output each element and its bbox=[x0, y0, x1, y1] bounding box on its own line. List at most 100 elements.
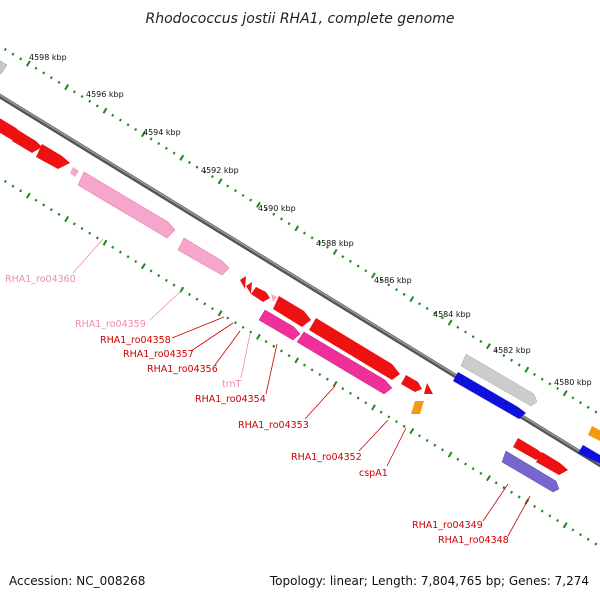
ruler-tick bbox=[556, 386, 560, 391]
ruler-tick bbox=[318, 240, 322, 245]
gene-label-rha1-ro04360[interactable]: RHA1_ro04360 bbox=[5, 274, 76, 285]
ruler-tick bbox=[479, 471, 483, 475]
ruler-tick bbox=[102, 107, 108, 114]
gene-feature[interactable] bbox=[411, 401, 424, 414]
genome-backbone bbox=[0, 93, 600, 468]
gene-feature[interactable] bbox=[460, 353, 538, 407]
ruler-tick bbox=[548, 514, 552, 518]
kbp-label: 4598 kbp bbox=[29, 53, 67, 62]
ruler-tick bbox=[140, 131, 146, 138]
gene-feature[interactable] bbox=[536, 452, 568, 475]
gene-label-rha1-ro04356[interactable]: RHA1_ro04356 bbox=[147, 364, 218, 375]
ruler-tick bbox=[195, 297, 199, 301]
ruler-tick bbox=[57, 212, 61, 216]
ruler-labels: 4598 kbp 4596 kbp 4594 kbp 4592 kbp 4590… bbox=[29, 53, 592, 387]
ruler-tick bbox=[11, 184, 15, 188]
ruler-tick bbox=[486, 343, 491, 350]
gene-feature[interactable] bbox=[251, 287, 270, 302]
gene-feature[interactable] bbox=[424, 383, 433, 394]
ruler-tick bbox=[441, 316, 444, 320]
gene-label-rha1-ro04359[interactable]: RHA1_ro04359 bbox=[75, 319, 146, 330]
gene-feature[interactable] bbox=[0, 57, 8, 75]
gene-feature[interactable] bbox=[453, 372, 526, 419]
ruler-tick bbox=[249, 330, 253, 334]
gene-label-rha1-ro04357[interactable]: RHA1_ro04357 bbox=[123, 349, 194, 360]
ruler-tick bbox=[287, 222, 291, 226]
ruler-tick bbox=[332, 380, 338, 388]
gene-label-cspa1[interactable]: cspA1 bbox=[359, 468, 388, 479]
ruler-tick bbox=[456, 457, 460, 461]
ruler-tick bbox=[540, 377, 544, 381]
ruler-tick bbox=[256, 201, 261, 208]
ruler-tick bbox=[517, 363, 521, 367]
gene-label-rha1-ro04358[interactable]: RHA1_ro04358 bbox=[100, 335, 171, 346]
ruler-tick bbox=[25, 192, 31, 199]
gene-feature[interactable] bbox=[258, 309, 301, 341]
ruler-tick bbox=[471, 467, 475, 471]
gene-feature[interactable] bbox=[12, 130, 42, 153]
gene-labels: RHA1_ro04360 RHA1_ro04359 RHA1_ro04358 R… bbox=[5, 274, 509, 546]
ruler-tick bbox=[571, 528, 575, 532]
gene-feature[interactable] bbox=[177, 237, 230, 276]
ruler-tick bbox=[441, 448, 444, 452]
ruler-tick bbox=[409, 295, 415, 303]
ruler-tick bbox=[88, 231, 92, 235]
ruler-tick bbox=[402, 292, 406, 296]
ruler-tick bbox=[409, 427, 415, 435]
ruler-tick bbox=[126, 255, 130, 259]
ruler-tick bbox=[42, 71, 46, 75]
ruler-tick bbox=[157, 142, 161, 146]
gene-feature[interactable] bbox=[578, 445, 600, 466]
kbp-label: 4594 kbp bbox=[143, 128, 181, 137]
ruler-tick bbox=[164, 278, 168, 282]
ruler-tick bbox=[371, 404, 376, 411]
gene-feature[interactable] bbox=[271, 294, 277, 302]
accession-text: Accession: NC_008268 bbox=[9, 574, 145, 588]
ruler-tick bbox=[418, 434, 421, 438]
gene-feature[interactable] bbox=[309, 318, 400, 380]
gene-label-rha1-ro04353[interactable]: RHA1_ro04353 bbox=[238, 420, 309, 431]
ruler-tick bbox=[118, 118, 122, 122]
ruler-tick bbox=[325, 377, 329, 381]
gene-label-rha1-ro04349[interactable]: RHA1_ro04349 bbox=[412, 520, 483, 531]
ruler-tick bbox=[341, 387, 345, 391]
ruler-tick bbox=[348, 391, 352, 395]
kbp-label: 4584 kbp bbox=[433, 310, 471, 319]
gene-label-rha1-ro04354[interactable]: RHA1_ro04354 bbox=[195, 394, 266, 405]
ruler-tick bbox=[25, 60, 31, 67]
gene-feature[interactable] bbox=[36, 144, 70, 169]
gene-feature[interactable] bbox=[501, 450, 560, 493]
gene-feature[interactable] bbox=[401, 375, 422, 392]
gene-feature[interactable] bbox=[246, 282, 252, 294]
ruler-tick bbox=[287, 354, 291, 358]
gene-feature[interactable] bbox=[240, 276, 246, 289]
ruler-tick bbox=[172, 151, 176, 155]
gene-label-rha1-ro04348[interactable]: RHA1_ro04348 bbox=[438, 535, 509, 546]
gene-feature[interactable] bbox=[588, 426, 600, 441]
gene-feature[interactable] bbox=[273, 296, 311, 327]
ruler-tick bbox=[294, 225, 300, 232]
gene-label-trnt[interactable]: trnT bbox=[222, 379, 241, 390]
ruler-tick bbox=[203, 170, 207, 174]
gene-feature[interactable] bbox=[513, 438, 544, 460]
ruler-tick bbox=[387, 283, 391, 287]
ruler-tick bbox=[556, 518, 560, 523]
kbp-ruler bbox=[3, 47, 598, 546]
gene-feature[interactable] bbox=[70, 167, 79, 177]
gene-feature[interactable] bbox=[296, 331, 393, 395]
kbp-label: 4580 kbp bbox=[554, 378, 592, 387]
ruler-tick bbox=[210, 307, 214, 311]
gene-label-rha1-ro04352[interactable]: RHA1_ro04352 bbox=[291, 452, 362, 463]
kbp-label: 4592 kbp bbox=[201, 166, 239, 175]
ruler-tick bbox=[111, 245, 115, 249]
kbp-label: 4588 kbp bbox=[316, 239, 354, 248]
ruler-tick bbox=[111, 113, 115, 117]
map-title: Rhodococcus jostii RHA1, complete genome bbox=[145, 11, 454, 27]
gene-features bbox=[0, 57, 600, 493]
ruler-tick bbox=[447, 319, 453, 326]
ruler-tick bbox=[533, 372, 537, 376]
ruler-tick bbox=[217, 178, 223, 185]
gene-feature[interactable] bbox=[77, 171, 176, 239]
ruler-tick bbox=[517, 495, 521, 499]
